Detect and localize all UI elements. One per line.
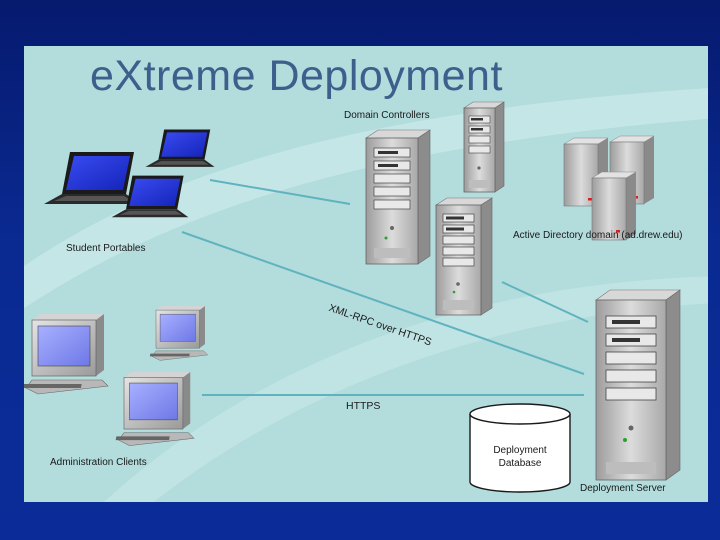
active-directory-label: Active Directory domain (ad.drew.edu) [513, 230, 683, 241]
database-icon [469, 403, 571, 493]
laptop-icon [111, 175, 189, 218]
desktop-computer-icon [115, 372, 195, 446]
desktop-computer-icon [149, 306, 209, 361]
domain-controllers-label: Domain Controllers [344, 110, 430, 121]
connector-dc-server [501, 281, 589, 323]
connector-portables-dc [209, 179, 351, 205]
student-portables-label: Student Portables [66, 243, 146, 254]
server-group-icon [563, 135, 655, 241]
laptop-icon [44, 152, 140, 204]
diagram-slide: eXtreme Deployment Domain Controllers Ac… [24, 46, 708, 502]
deployment-database-label-line2: Database [498, 458, 542, 469]
server-tower-icon [434, 197, 494, 316]
deployment-database-label: Deployment Database [470, 444, 570, 470]
deployment-server-label: Deployment Server [580, 483, 666, 494]
diagram-title: eXtreme Deployment [90, 52, 503, 100]
deployment-database-label-line1: Deployment [493, 445, 547, 456]
desktop-computer-icon [24, 314, 109, 395]
server-tower-icon [365, 129, 431, 265]
administration-clients-label: Administration Clients [50, 457, 147, 468]
connector-xmlrpc [181, 231, 585, 375]
connector-lines [181, 179, 589, 396]
deployment-server-icon [595, 289, 681, 481]
https-connection-label: HTTPS [346, 400, 381, 412]
diagram-canvas [24, 88, 708, 502]
server-tower-icon [463, 101, 505, 193]
laptop-icon [145, 129, 215, 167]
